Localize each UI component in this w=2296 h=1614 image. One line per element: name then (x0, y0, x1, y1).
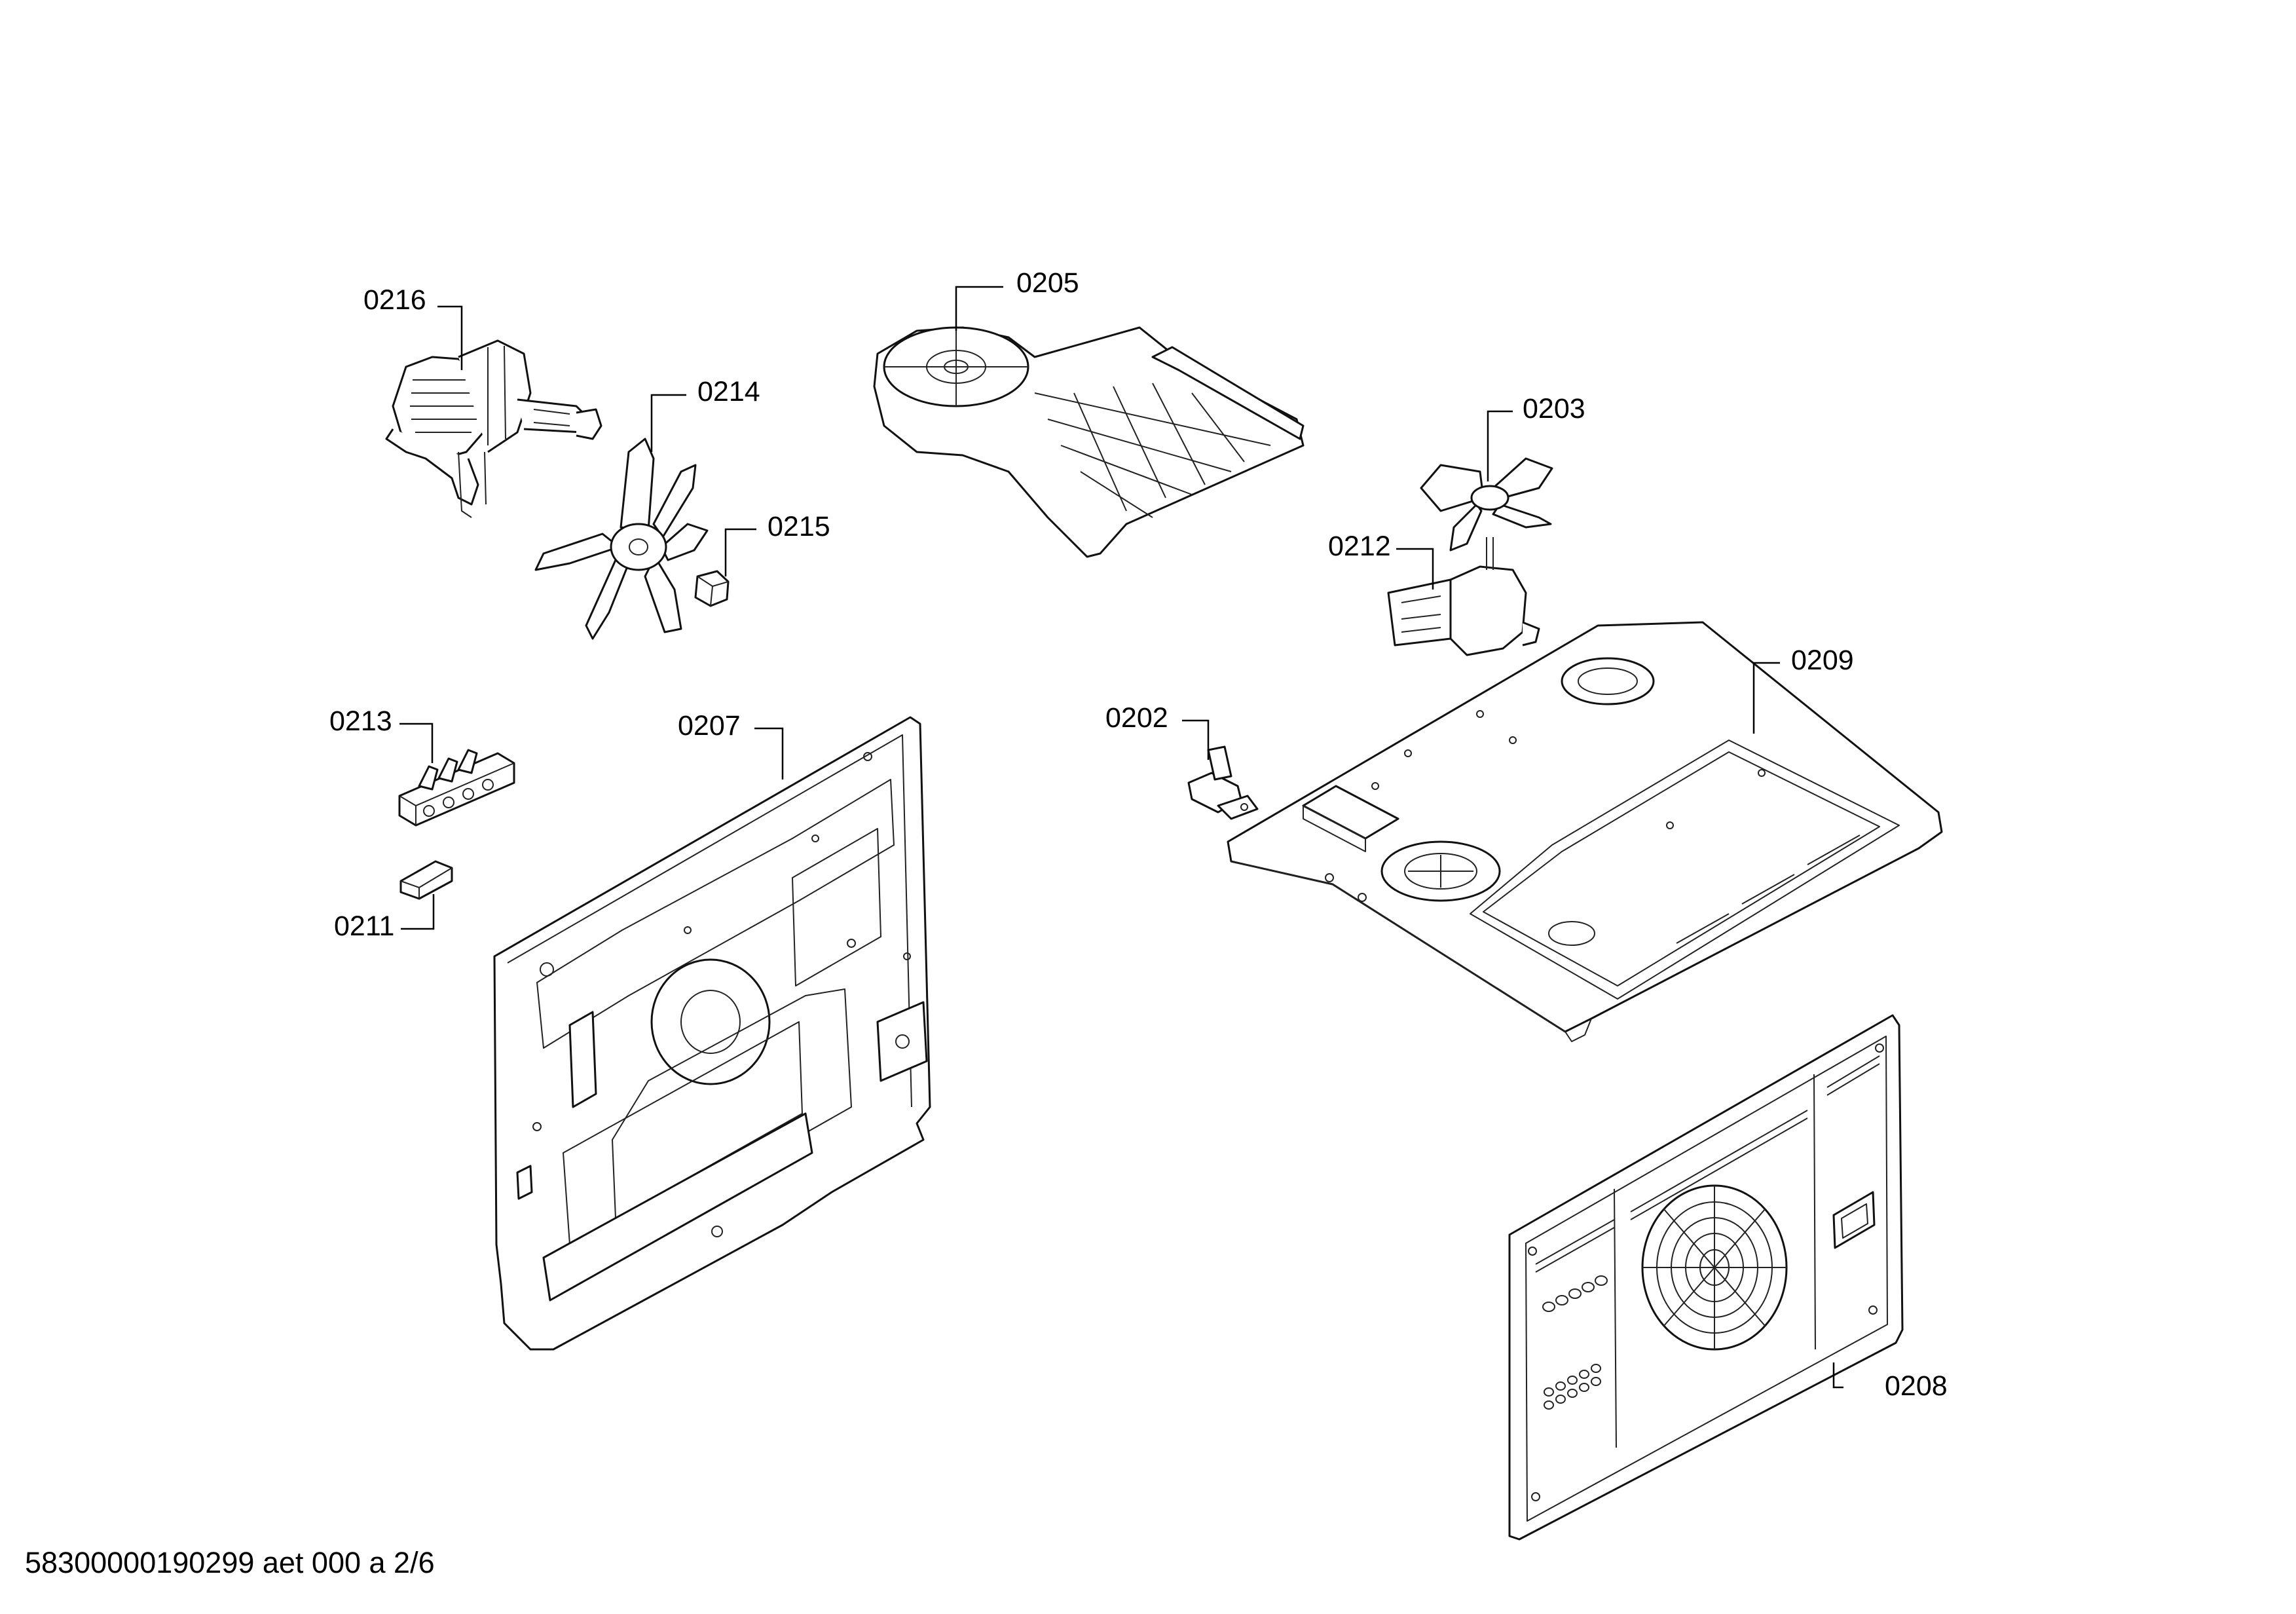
part-0212-cooling-motor[interactable] (1387, 537, 1540, 656)
part-0213-terminal-block[interactable] (398, 749, 515, 827)
callout-0208: 0208 (1832, 1362, 1948, 1402)
part-0211-connector[interactable] (399, 860, 453, 900)
part-0215-nut[interactable] (694, 570, 730, 607)
callout-0211: 0211 (334, 894, 435, 942)
part-0203-cooling-impeller[interactable] (1420, 457, 1553, 552)
label-0216: 0216 (363, 284, 426, 316)
callout-0215: 0215 (724, 511, 830, 576)
label-0214: 0214 (697, 376, 760, 407)
callout-0209: 0209 (1752, 645, 1854, 734)
part-0205-fan-duct[interactable] (873, 326, 1305, 558)
label-0208: 0208 (1885, 1370, 1948, 1402)
callout-0214: 0214 (650, 376, 760, 452)
callout-0202: 0202 (1105, 702, 1210, 760)
label-0215: 0215 (768, 511, 830, 542)
label-0209: 0209 (1791, 645, 1854, 676)
label-0211: 0211 (334, 910, 394, 942)
document-id-footer: 58300000190299 aet 000 a 2/6 (25, 1546, 435, 1579)
part-0202-thermostat[interactable] (1187, 745, 1259, 820)
label-0203: 0203 (1523, 393, 1585, 424)
part-0208-cavity-back-wall[interactable] (1508, 1014, 1904, 1541)
label-0212: 0212 (1328, 531, 1391, 562)
label-0205: 0205 (1016, 267, 1079, 299)
label-0213: 0213 (329, 705, 392, 737)
callout-0212: 0212 (1328, 531, 1434, 590)
callout-0207: 0207 (678, 710, 784, 779)
callout-0203: 0203 (1487, 393, 1585, 481)
callout-0216: 0216 (363, 284, 463, 370)
part-0209-top-housing[interactable] (1227, 621, 1943, 1042)
callout-0213: 0213 (329, 705, 434, 763)
part-0214-fan-blade[interactable] (534, 438, 709, 640)
label-0202: 0202 (1105, 702, 1168, 734)
callout-0205: 0205 (955, 267, 1079, 331)
part-0216-fan-motor[interactable] (385, 339, 602, 518)
label-0207: 0207 (678, 710, 741, 741)
part-0207-rear-panel[interactable] (493, 716, 931, 1351)
